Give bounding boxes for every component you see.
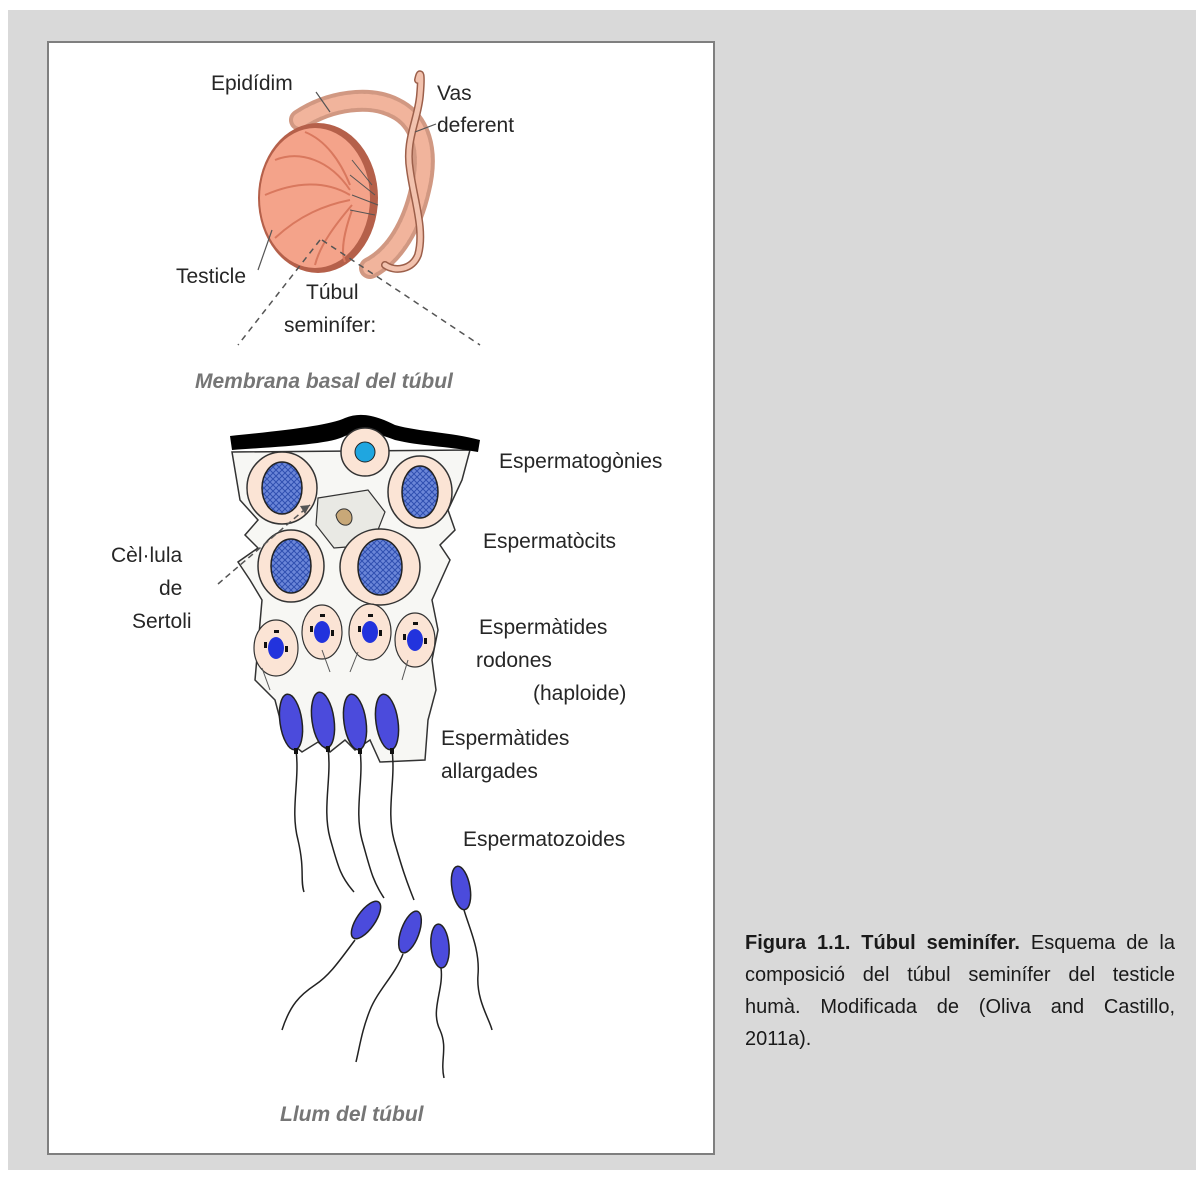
- label-tubul-1: Túbul: [306, 281, 359, 304]
- label-espermatozoides: Espermatozoides: [463, 828, 625, 851]
- label-espermatogonies: Espermatogònies: [499, 450, 662, 473]
- label-rodones-3: (haploide): [533, 682, 626, 705]
- label-rodones-1: Espermàtides: [479, 616, 607, 639]
- label-llum: Llum del túbul: [280, 1103, 425, 1126]
- label-sertoli-2: de: [159, 577, 182, 600]
- caption-title: Figura 1.1. Túbul seminífer.: [745, 932, 1020, 954]
- figure-caption: Figura 1.1. Túbul seminífer. Esquema de …: [745, 927, 1175, 1055]
- label-allargades-1: Espermàtides: [441, 727, 569, 750]
- label-membrana: Membrana basal del túbul: [195, 370, 454, 393]
- label-tubul-2: seminífer:: [284, 314, 376, 337]
- label-sertoli-1: Cèl·lula: [111, 544, 183, 567]
- elongated-spermatids: [276, 691, 414, 900]
- spermatozoa: [282, 865, 492, 1078]
- label-sertoli-3: Sertoli: [132, 610, 192, 633]
- label-espermatocits: Espermatòcits: [483, 530, 616, 553]
- label-vas-2: deferent: [437, 114, 514, 137]
- label-rodones-2: rodones: [476, 649, 552, 672]
- label-vas-1: Vas: [437, 82, 472, 105]
- testicle-leader: [258, 230, 272, 270]
- label-epididim: Epidídim: [211, 72, 293, 95]
- label-testicle: Testicle: [176, 265, 246, 288]
- label-allargades-2: allargades: [441, 760, 538, 783]
- spermatogonium: [341, 428, 389, 476]
